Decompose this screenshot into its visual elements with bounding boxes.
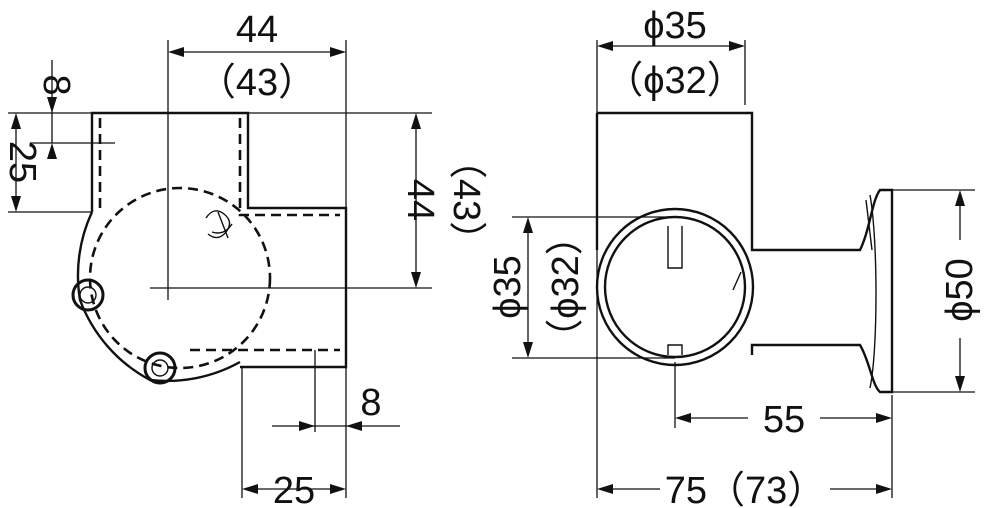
ring-slot-top (667, 226, 683, 269)
hidden-pipe-circle (88, 186, 272, 370)
dim-left-height: 25 (1, 141, 43, 183)
dim-left-diameter: ϕ35 (487, 255, 529, 319)
dim-left-diameter-alt: （ϕ32） (545, 217, 587, 357)
dim-right-height: 44 (399, 179, 441, 221)
dim-total-length: 75（73） (665, 470, 826, 508)
set-screw-symbol (205, 210, 233, 239)
flange-disc-left (76, 211, 241, 383)
dim-top-width: 44 (236, 9, 278, 51)
pipe-ring-outer (595, 207, 755, 367)
ring-slot-bottom (667, 344, 683, 355)
pipe-ring-inner (603, 215, 747, 359)
vertical-socket (595, 111, 894, 394)
dim-top-diameter-alt: （ϕ32） (605, 60, 745, 102)
screw-hole-upper (71, 278, 105, 312)
hidden-outline-left (98, 118, 340, 352)
right-view: ϕ35 （ϕ32） ϕ35 （ϕ32） ϕ50 55 75（73） (487, 5, 981, 508)
dim-top-width-alt: （43） (198, 62, 316, 104)
dim-bottom-width: 25 (273, 470, 315, 508)
dim-left-small: 8 (35, 74, 77, 95)
left-view: 44 （43） 44 （43） 8 25 8 25 (1, 9, 487, 508)
dim-bottom-small: 8 (360, 382, 381, 424)
dim-flange-diameter: ϕ50 (939, 258, 981, 322)
dim-offset: 55 (763, 399, 805, 441)
dim-top-diameter: ϕ35 (643, 5, 707, 47)
dim-right-height-alt: （43） (445, 141, 487, 259)
screw-hole-lower (143, 351, 177, 385)
